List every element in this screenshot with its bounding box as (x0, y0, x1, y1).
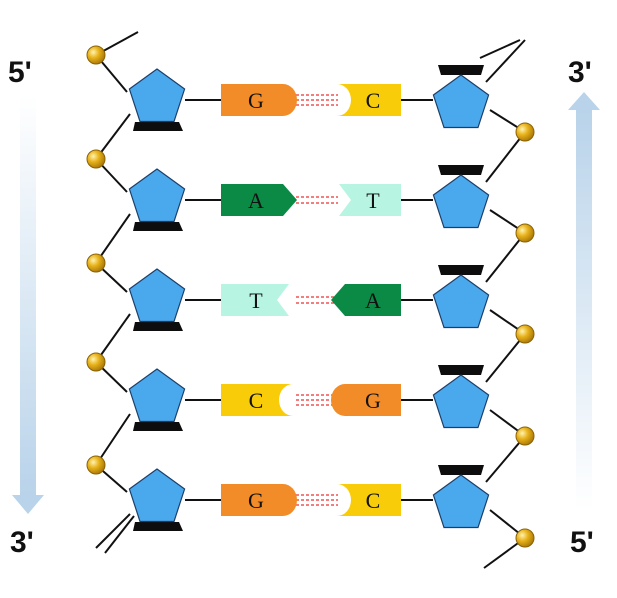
left-base-3 (221, 284, 289, 316)
backbone-end-line (479, 39, 521, 59)
sugar-shadow (438, 365, 484, 375)
sugar-pentagon (128, 168, 186, 223)
backbone-line (95, 313, 131, 363)
right-strand-top-label: 3' (568, 56, 592, 89)
sugar-pentagon (128, 268, 186, 323)
backbone-line (95, 513, 131, 549)
sugar-pentagon (128, 68, 186, 123)
sugar-shadow (133, 422, 183, 431)
right-base-4 (331, 384, 401, 416)
left-sugar (128, 368, 186, 431)
sugar-shadow (438, 165, 484, 175)
sugar-pentagon (432, 74, 490, 129)
left-base-letter-4: C (249, 388, 264, 413)
right-direction-arrow (568, 92, 600, 510)
sugar-shadow (133, 522, 183, 531)
right-sugar (432, 265, 490, 329)
right-base-letter-4: G (365, 388, 381, 413)
backbone-line (485, 435, 526, 483)
right-sugar (432, 65, 490, 129)
right-base-3 (331, 284, 401, 316)
sugar-shadow (133, 222, 183, 231)
left-strand-bottom-label: 3' (10, 526, 34, 559)
backbone-line (485, 131, 526, 183)
left-sugar (128, 468, 186, 531)
sugar-pentagon (128, 468, 186, 523)
phosphate-icon (515, 324, 535, 344)
base-pair-ladder: G C A T T A C G G C (86, 45, 535, 548)
left-base-letter-1: G (248, 88, 264, 113)
left-sugar (128, 168, 186, 231)
left-base-1 (221, 84, 297, 116)
sugar-pentagon (432, 174, 490, 229)
phosphate-icon (515, 528, 535, 548)
right-sugar (432, 165, 490, 229)
right-strand-bottom-label: 5' (570, 526, 594, 559)
sugar-pentagon (432, 374, 490, 429)
left-sugar (128, 68, 186, 131)
left-base-2 (221, 184, 297, 216)
backbone-line (485, 232, 526, 283)
backbone-line (485, 39, 526, 83)
phosphate-icon (86, 253, 106, 273)
sugar-shadow (438, 465, 484, 475)
sugar-pentagon (432, 274, 490, 329)
phosphate-icon (515, 223, 535, 243)
phosphate-icon (515, 122, 535, 142)
phosphate-icon (86, 149, 106, 169)
right-base-1 (337, 84, 401, 116)
backbone-line (485, 333, 526, 383)
right-sugar (432, 365, 490, 429)
left-base-5 (221, 484, 297, 516)
phosphate-icon (86, 45, 106, 65)
left-base-4 (221, 384, 293, 416)
left-direction-arrow (12, 95, 44, 514)
sugar-shadow (438, 65, 484, 75)
phosphate-icon (86, 455, 106, 475)
left-strand-top-label: 5' (8, 56, 32, 89)
right-base-2 (339, 184, 401, 216)
sugar-shadow (133, 122, 183, 131)
phosphate-icon (515, 426, 535, 446)
sugar-shadow (438, 265, 484, 275)
right-base-letter-3: A (365, 288, 381, 313)
right-base-letter-2: T (366, 188, 380, 213)
backbone-line (95, 213, 131, 264)
backbone-line (95, 413, 131, 466)
left-base-letter-3: T (249, 288, 263, 313)
sugar-pentagon (432, 474, 490, 529)
right-base-letter-5: C (366, 488, 381, 513)
left-base-letter-2: A (248, 188, 264, 213)
left-sugar (128, 268, 186, 331)
right-base-letter-1: C (366, 88, 381, 113)
left-base-letter-5: G (248, 488, 264, 513)
right-sugar (432, 465, 490, 529)
right-base-5 (337, 484, 401, 516)
sugar-shadow (133, 322, 183, 331)
backbone-end-line (104, 515, 135, 554)
phosphate-icon (86, 352, 106, 372)
sugar-pentagon (128, 368, 186, 423)
